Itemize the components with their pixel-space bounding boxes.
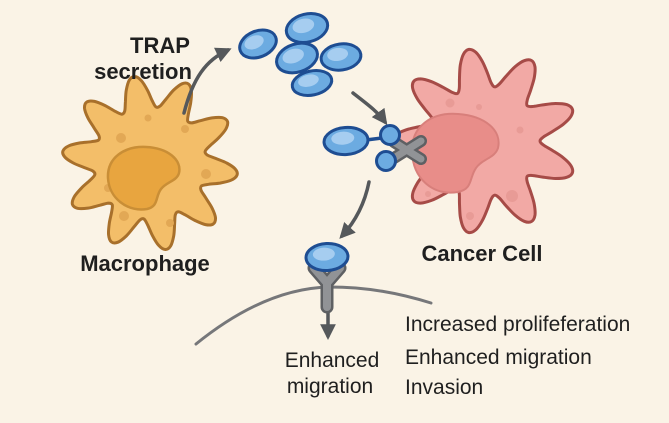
trap-particle [284, 11, 330, 45]
cancer-cell-speckles [425, 98, 524, 220]
trap-particles [238, 11, 363, 97]
receptor-subunit [379, 124, 401, 146]
outcome-migration: Enhanced migration [405, 346, 592, 369]
cancer-cell-label: Cancer Cell [421, 241, 542, 266]
trap-ligand [322, 125, 370, 157]
trap-receptor-complex [322, 124, 427, 172]
outcome-proliferation: Increased prolifeferation [405, 313, 630, 336]
trap-secretion-label-line1: TRAP [130, 33, 190, 58]
binding-arrow [351, 91, 388, 126]
cancer-cell-nucleus [410, 112, 500, 194]
trap-particle [238, 28, 278, 60]
receptor-effect-label-line2: migration [287, 375, 373, 398]
macrophage-cell [61, 75, 239, 251]
macrophage-speckles [104, 114, 211, 227]
macrophage-label: Macrophage [80, 251, 210, 276]
trap-ligand-on-y [304, 241, 350, 273]
trap-particle [290, 69, 334, 97]
signaling-arrow [339, 180, 371, 239]
trap-particle [319, 42, 363, 72]
secretion-arrow [182, 47, 232, 115]
receptor-effect-label-line1: Enhanced [285, 349, 380, 372]
outcome-invasion: Invasion [405, 376, 483, 399]
downstream-membrane [194, 241, 433, 346]
macrophage-nucleus [106, 145, 181, 211]
receptor-subunit [375, 150, 397, 172]
trap-secretion-label-line2: secretion [94, 59, 192, 84]
membrane-curve [194, 285, 433, 346]
trap-particle [275, 41, 319, 75]
